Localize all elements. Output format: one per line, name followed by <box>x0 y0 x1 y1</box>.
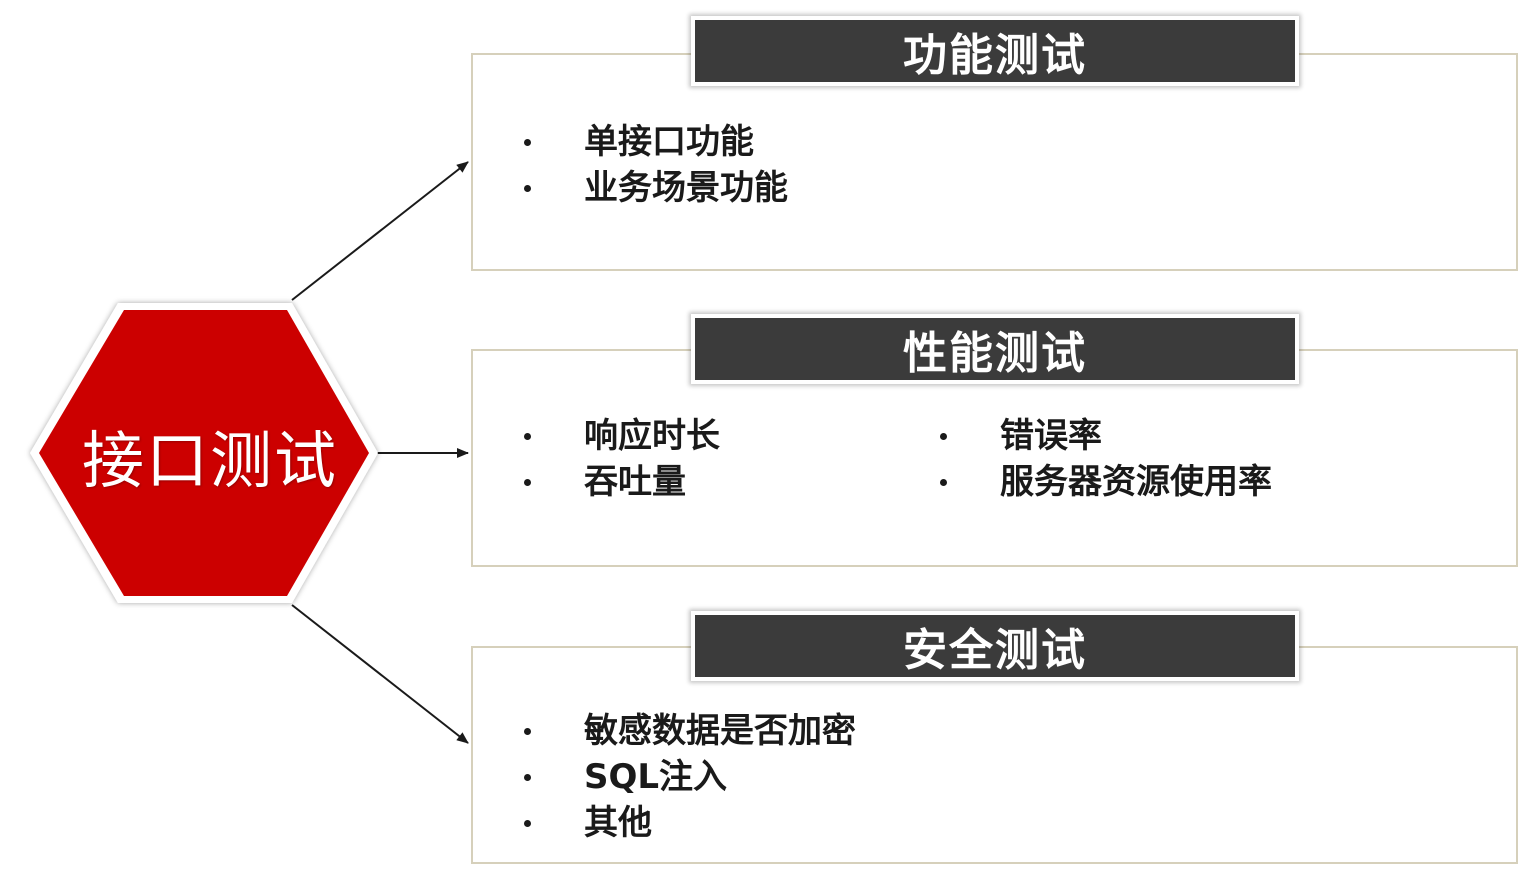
functional-list: 单接口功能 业务场景功能 <box>524 119 788 211</box>
performance-test-header: 性能测试 <box>691 314 1299 384</box>
list-item-text: 错误率 <box>1000 416 1102 456</box>
list-item: 错误率 <box>940 413 1272 459</box>
list-item: 吞吐量 <box>524 459 720 505</box>
functional-test-header: 功能测试 <box>691 16 1299 86</box>
list-item: 响应时长 <box>524 413 720 459</box>
list-item: 业务场景功能 <box>524 165 788 211</box>
performance-list-right: 错误率 服务器资源使用率 <box>940 413 1272 505</box>
list-item-text: 其他 <box>584 803 652 843</box>
list-item-text: 服务器资源使用率 <box>1000 462 1272 502</box>
arrow-to-security <box>291 604 469 744</box>
functional-panel <box>471 53 1518 271</box>
list-item-text: 吞吐量 <box>584 462 686 502</box>
bullet-dot <box>524 185 531 192</box>
arrow-to-functional <box>291 161 469 301</box>
list-item-text: 单接口功能 <box>584 122 754 162</box>
list-item-text: 敏感数据是否加密 <box>584 711 856 751</box>
list-item-text: 业务场景功能 <box>584 168 788 208</box>
list-item: 单接口功能 <box>524 119 788 165</box>
bullet-dot <box>524 820 531 827</box>
bullet-dot <box>524 433 531 440</box>
bullet-dot <box>524 479 531 486</box>
list-item: 其他 <box>524 800 856 846</box>
security-test-header: 安全测试 <box>691 611 1299 681</box>
performance-list-left: 响应时长 吞吐量 <box>524 413 720 505</box>
bullet-dot <box>940 479 947 486</box>
bullet-dot <box>524 139 531 146</box>
center-label: 接口测试 <box>81 424 338 497</box>
list-item-text: 响应时长 <box>584 416 720 456</box>
bullet-dot <box>524 774 531 781</box>
list-item-text: SQL注入 <box>584 757 728 797</box>
list-item: SQL注入 <box>524 754 856 800</box>
performance-panel <box>471 349 1518 567</box>
bullet-dot <box>940 433 947 440</box>
security-list: 敏感数据是否加密 SQL注入 其他 <box>524 708 856 846</box>
security-panel <box>471 646 1518 864</box>
list-item: 敏感数据是否加密 <box>524 708 856 754</box>
bullet-dot <box>524 728 531 735</box>
list-item: 服务器资源使用率 <box>940 459 1272 505</box>
